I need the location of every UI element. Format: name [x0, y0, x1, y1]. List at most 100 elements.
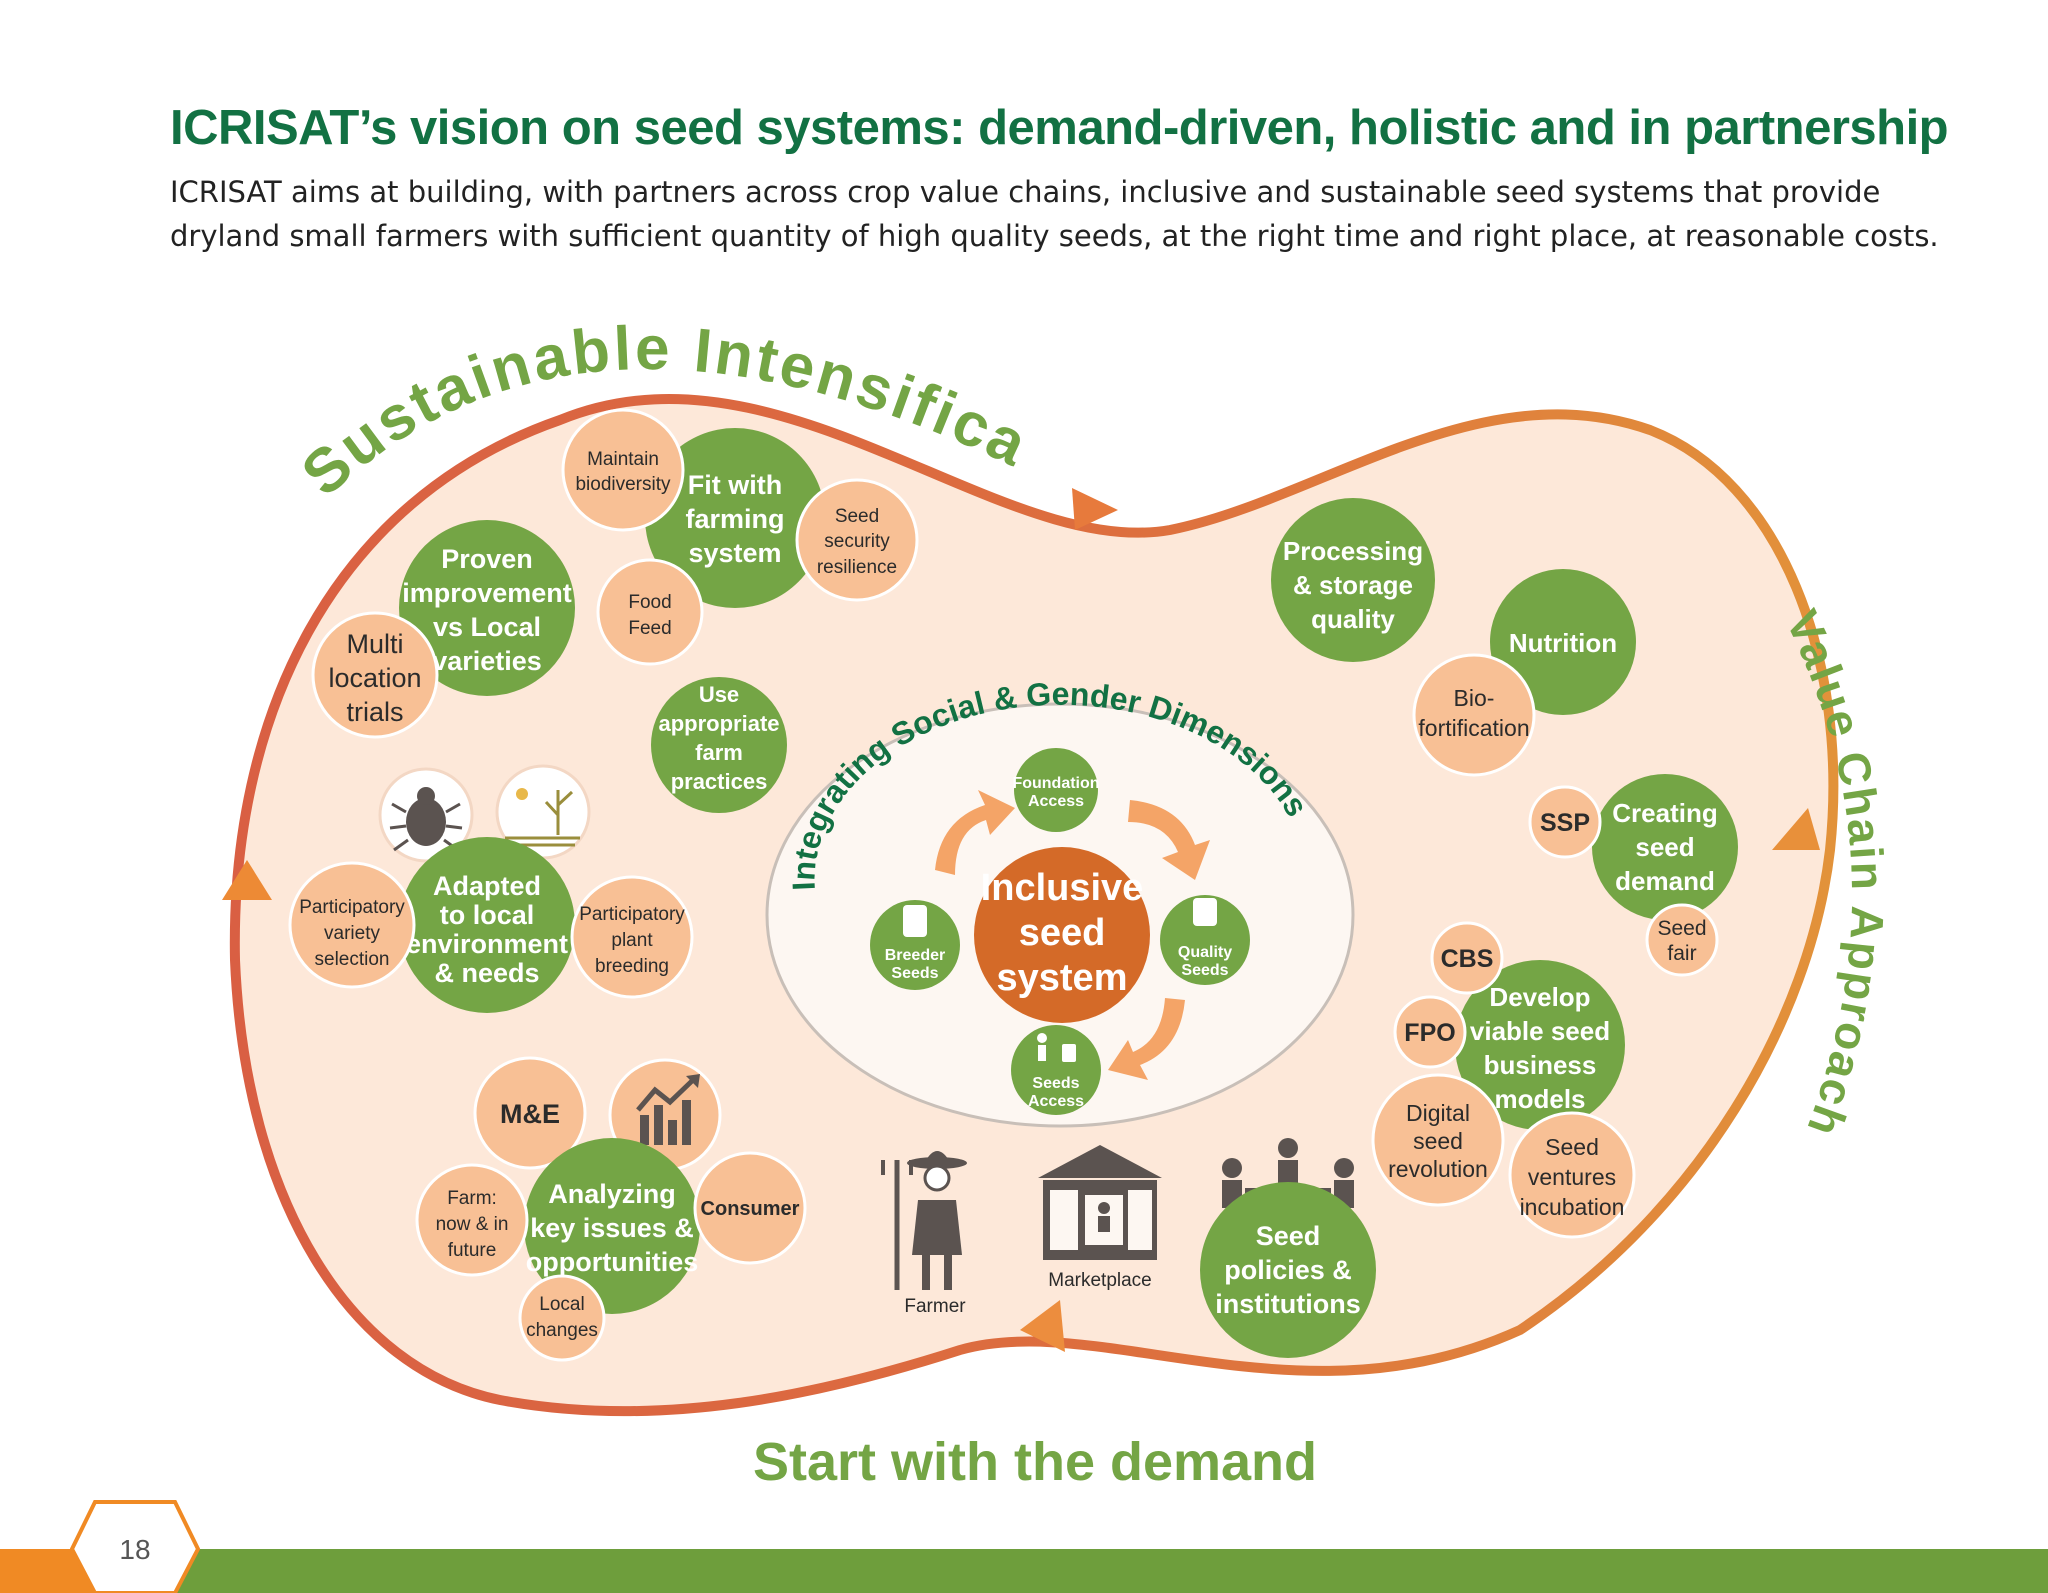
growth-chart-icon [636, 1074, 700, 1145]
fit-farming-line-1: Fit with [688, 470, 782, 500]
ppb-line-1: Participatory [579, 904, 685, 925]
cycle-arrows [935, 790, 1210, 1080]
maintain-line-1: Maintain [587, 449, 659, 470]
digital-line-2: seed [1413, 1128, 1463, 1154]
seed-fair-line-1: Seed [1657, 917, 1706, 940]
foundation-line-1: Foundation [1012, 775, 1099, 792]
participatory-variety-node [288, 861, 416, 989]
farm-now-line-3: future [448, 1240, 497, 1261]
seeds-access-node [1011, 1025, 1101, 1115]
processing-line-2: & storage [1293, 570, 1413, 600]
fit-farming-node [645, 428, 825, 608]
breeder-seeds-node [870, 900, 960, 990]
local-changes-node [518, 1274, 606, 1362]
multi-line-2: location [328, 663, 421, 693]
develop-node [1455, 960, 1625, 1130]
farmer-icon [881, 1151, 967, 1290]
quality-line-2: Seeds [1181, 962, 1228, 979]
center-line-2: seed [1019, 912, 1106, 954]
proven-line-4: varieties [432, 646, 542, 676]
consumer-node [693, 1151, 807, 1265]
farm-now-node [415, 1163, 529, 1277]
breeder-line-2: Seeds [891, 965, 938, 982]
analyzing-line-2: key issues & [530, 1213, 694, 1243]
proven-improvement-node [399, 520, 575, 696]
develop-line-3: business [1484, 1050, 1597, 1080]
seed-ventures-node [1508, 1111, 1636, 1239]
foundation-access-node [1014, 748, 1098, 832]
center-line-1: Inclusive [981, 867, 1144, 909]
seed-policies-node [1200, 1182, 1376, 1358]
cbs-node [1430, 921, 1504, 995]
seed-fair-node [1645, 903, 1719, 977]
adapted-line-3: environment [406, 929, 568, 959]
intro-paragraph: ICRISAT aims at building, with partners … [170, 170, 1970, 258]
processing-line-3: quality [1311, 604, 1395, 634]
ventures-line-1: Seed [1545, 1134, 1599, 1160]
breeder-bag-icon [903, 905, 927, 937]
digital-line-1: Digital [1406, 1100, 1470, 1126]
ssp-node [1528, 785, 1602, 859]
inclusive-seed-system-node [974, 847, 1150, 1023]
creating-line-1: Creating [1612, 798, 1717, 828]
pvs-line-2: variety [324, 923, 380, 944]
ventures-line-2: ventures [1528, 1164, 1616, 1190]
creating-demand-node [1592, 774, 1738, 920]
adapted-line-4: & needs [434, 958, 539, 988]
marketplace-icon [1038, 1145, 1162, 1260]
center-line-3: system [997, 957, 1128, 999]
adapted-line-2: to local [440, 900, 535, 930]
quality-seeds-node [1160, 895, 1250, 985]
seed-fair-line-2: fair [1667, 942, 1696, 965]
adapted-node [399, 837, 575, 1013]
farm-now-line-1: Farm: [447, 1188, 497, 1209]
foundation-line-2: Access [1028, 793, 1084, 810]
proven-line-1: Proven [441, 544, 533, 574]
use-line-3: farm [695, 740, 743, 765]
adapted-line-1: Adapted [433, 871, 541, 901]
cbs-label: CBS [1441, 945, 1494, 973]
marketplace-label: Marketplace [1048, 1270, 1152, 1291]
analyzing-line-1: Analyzing [548, 1179, 676, 1209]
page-number-badge: 18 [69, 1500, 201, 1593]
pvs-line-3: selection [315, 949, 390, 970]
multi-line-1: Multi [346, 629, 403, 659]
arc-arrow-bottom [1020, 1300, 1065, 1352]
use-line-4: practices [671, 769, 768, 794]
consumer-label: Consumer [701, 1198, 800, 1220]
policies-line-3: institutions [1215, 1289, 1360, 1319]
seed-bag-icon [1193, 898, 1217, 926]
analyzing-line-3: opportunities [526, 1247, 698, 1277]
processing-line-1: Processing [1283, 536, 1423, 566]
maintain-biodiversity-node [561, 408, 685, 532]
food-feed-line-2: Feed [628, 618, 671, 639]
arc-arrow-top [1072, 488, 1118, 530]
fpo-node [1393, 995, 1467, 1069]
ssp-label: SSP [1540, 809, 1590, 837]
use-line-2: appropriate [658, 711, 779, 736]
start-with-demand-label: Start with the demand [753, 1432, 1317, 1492]
processing-node [1271, 498, 1435, 662]
me-label: M&E [500, 1099, 560, 1129]
proven-line-2: improvement [402, 578, 572, 608]
maintain-line-2: biodiversity [575, 474, 671, 495]
intro-line-1: ICRISAT aims at building, with partners … [170, 175, 1881, 209]
arc-arrow-right [1772, 808, 1820, 850]
footer-bar [0, 1549, 2048, 1593]
seed-security-node [795, 478, 919, 602]
ppb-line-3: breeding [595, 956, 669, 977]
intro-line-2: dryland small farmers with sufficient qu… [170, 219, 1939, 253]
me-node [473, 1056, 587, 1170]
seed-security-line-3: resilience [817, 557, 897, 578]
page-title: ICRISAT’s vision on seed systems: demand… [170, 101, 1949, 155]
use-practices-node [651, 677, 787, 813]
local-line-2: changes [526, 1320, 598, 1341]
seeds-access-line-2: Access [1028, 1093, 1084, 1110]
multi-location-node [311, 611, 439, 739]
proven-line-3: vs Local [433, 612, 541, 642]
biofort-line-1: Bio- [1454, 685, 1495, 711]
creating-line-2: seed [1635, 832, 1694, 862]
ventures-line-3: incubation [1520, 1194, 1625, 1220]
